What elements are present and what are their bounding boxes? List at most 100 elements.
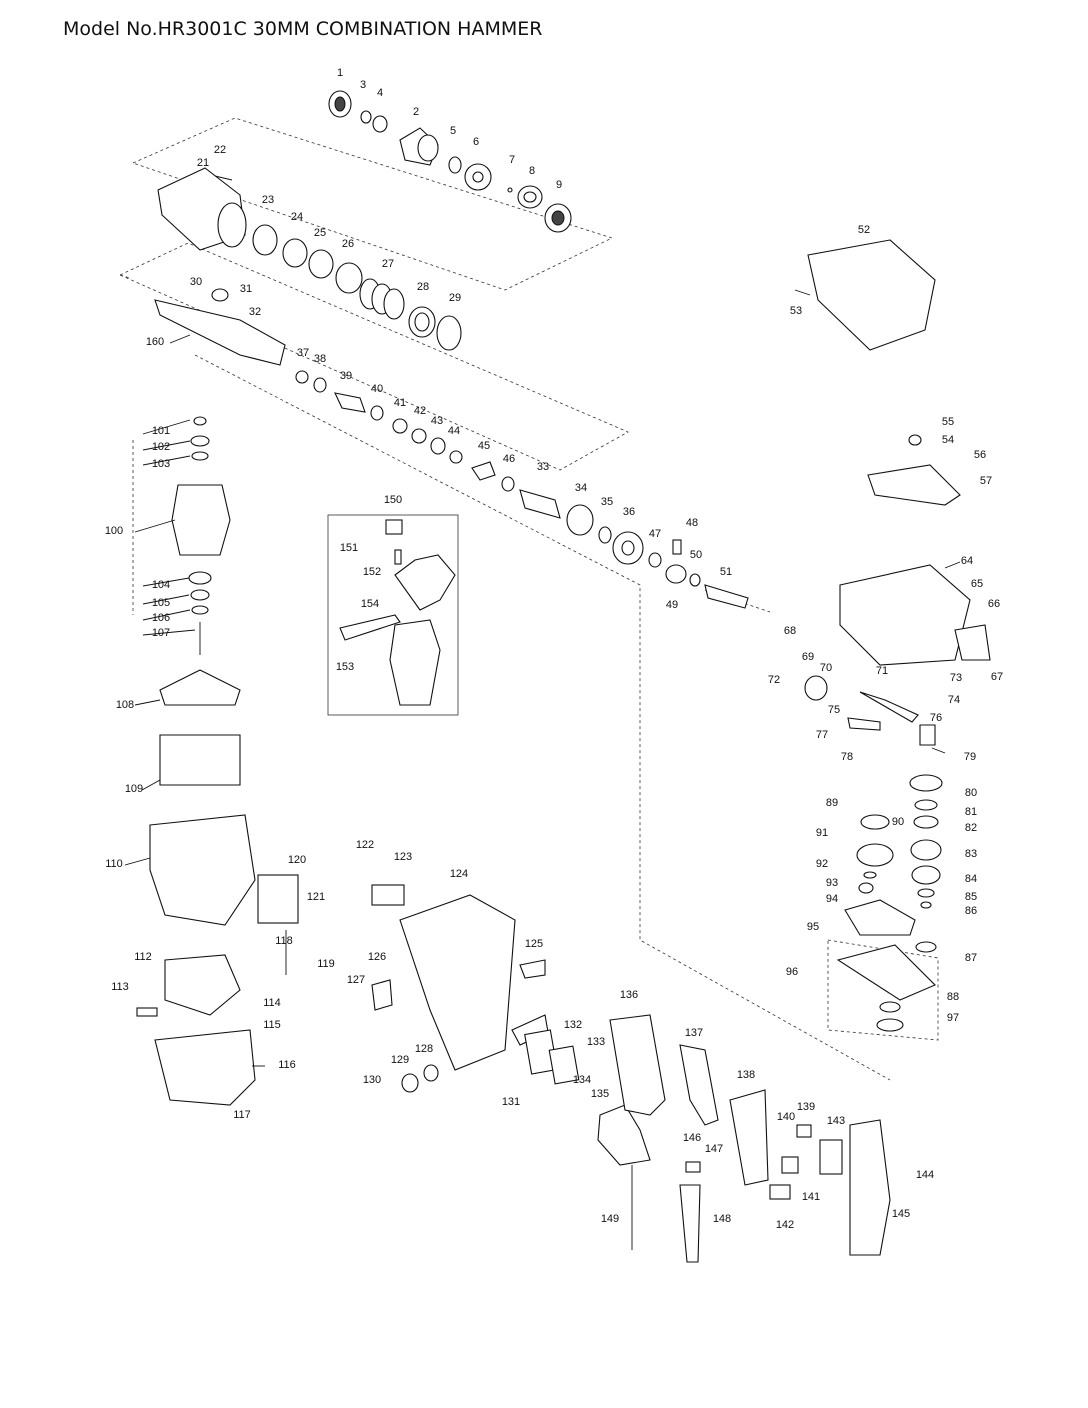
part-callout-68: 68: [784, 625, 796, 637]
part-callout-119: 119: [317, 958, 335, 970]
part-callout-135: 135: [591, 1088, 609, 1100]
chuck-assembly: [328, 90, 572, 233]
part-callout-121: 121: [307, 891, 325, 903]
part-callout-43: 43: [431, 415, 443, 427]
part-callout-32: 32: [249, 306, 261, 318]
part-callout-81: 81: [965, 806, 977, 818]
part-callout-146: 146: [683, 1132, 701, 1144]
page-title: Model No.HR3001C 30MM COMBINATION HAMMER: [63, 18, 543, 40]
part-callout-113: 113: [111, 981, 129, 993]
part-callout-107: 107: [152, 627, 170, 639]
part-callout-42: 42: [414, 405, 426, 417]
part-callout-24: 24: [291, 211, 303, 223]
part-callout-50: 50: [690, 549, 702, 561]
part-callout-37: 37: [297, 347, 309, 359]
part-callout-115: 115: [263, 1019, 281, 1031]
part-callout-57: 57: [980, 475, 992, 487]
part-callout-39: 39: [340, 370, 352, 382]
leader-lines: [124, 334, 961, 1067]
gear-housing-assembly: [371, 884, 891, 1263]
part-callout-80: 80: [965, 787, 977, 799]
part-callout-22: 22: [214, 144, 226, 156]
part-callout-138: 138: [737, 1069, 755, 1081]
part-callout-6: 6: [473, 136, 479, 148]
part-callout-34: 34: [575, 482, 587, 494]
part-callout-77: 77: [816, 729, 828, 741]
spindle-assembly: [154, 288, 749, 609]
crank-housing-assembly: [794, 239, 991, 1032]
part-callout-140: 140: [777, 1111, 795, 1123]
part-callout-36: 36: [623, 506, 635, 518]
part-callout-65: 65: [971, 578, 983, 590]
part-callout-25: 25: [314, 227, 326, 239]
part-callout-128: 128: [415, 1043, 433, 1055]
part-callout-124: 124: [450, 868, 468, 880]
part-callout-5: 5: [450, 125, 456, 137]
part-callout-120: 120: [288, 854, 306, 866]
part-callout-118: 118: [275, 935, 293, 947]
part-callout-7: 7: [509, 154, 515, 166]
part-callout-95: 95: [807, 921, 819, 933]
part-callout-139: 139: [797, 1101, 815, 1113]
part-callout-47: 47: [649, 528, 661, 540]
part-callouts: 1234567892122232425262728293031323334353…: [105, 67, 1003, 1231]
part-callout-33: 33: [537, 461, 549, 473]
part-callout-28: 28: [417, 281, 429, 293]
part-callout-126: 126: [368, 951, 386, 963]
part-callout-49: 49: [666, 599, 678, 611]
part-callout-117: 117: [233, 1109, 251, 1121]
part-callout-52: 52: [858, 224, 870, 236]
part-callout-134: 134: [573, 1074, 591, 1086]
side-handle-assembly: [339, 519, 456, 706]
part-callout-44: 44: [448, 425, 460, 437]
part-callout-129: 129: [391, 1054, 409, 1066]
part-callout-110: 110: [105, 858, 123, 870]
part-callout-106: 106: [152, 612, 170, 624]
part-callout-29: 29: [449, 292, 461, 304]
part-callout-40: 40: [371, 383, 383, 395]
part-callout-130: 130: [363, 1074, 381, 1086]
part-callout-67: 67: [991, 671, 1003, 683]
part-callout-154: 154: [361, 598, 379, 610]
part-callout-41: 41: [394, 397, 406, 409]
part-callout-151: 151: [340, 542, 358, 554]
part-callout-31: 31: [240, 283, 252, 295]
part-callout-153: 153: [336, 661, 354, 673]
part-callout-87: 87: [965, 952, 977, 964]
part-callout-131: 131: [502, 1096, 520, 1108]
part-callout-116: 116: [278, 1059, 296, 1071]
part-callout-9: 9: [556, 179, 562, 191]
part-callout-23: 23: [262, 194, 274, 206]
part-callout-147: 147: [705, 1143, 723, 1155]
part-callout-104: 104: [152, 579, 170, 591]
part-callout-73: 73: [950, 672, 962, 684]
part-callout-108: 108: [116, 699, 134, 711]
part-callout-45: 45: [478, 440, 490, 452]
part-callout-21: 21: [197, 157, 209, 169]
part-callout-54: 54: [942, 434, 954, 446]
part-callout-141: 141: [802, 1191, 820, 1203]
part-callout-123: 123: [394, 851, 412, 863]
part-callout-112: 112: [134, 951, 152, 963]
part-callout-127: 127: [347, 974, 365, 986]
part-callout-66: 66: [988, 598, 1000, 610]
part-callout-102: 102: [152, 441, 170, 453]
part-callout-133: 133: [587, 1036, 605, 1048]
part-callout-105: 105: [152, 597, 170, 609]
part-callout-96: 96: [786, 966, 798, 978]
part-callout-125: 125: [525, 938, 543, 950]
part-callout-114: 114: [263, 997, 281, 1009]
part-callout-83: 83: [965, 848, 977, 860]
part-callout-103: 103: [152, 458, 170, 470]
part-callout-90: 90: [892, 816, 904, 828]
part-callout-26: 26: [342, 238, 354, 250]
part-callout-74: 74: [948, 694, 960, 706]
part-callout-86: 86: [965, 905, 977, 917]
part-callout-122: 122: [356, 839, 374, 851]
part-callout-64: 64: [961, 555, 973, 567]
part-callout-150: 150: [384, 494, 402, 506]
part-callout-145: 145: [892, 1208, 910, 1220]
motor-assembly: [136, 416, 299, 1106]
part-callout-48: 48: [686, 517, 698, 529]
